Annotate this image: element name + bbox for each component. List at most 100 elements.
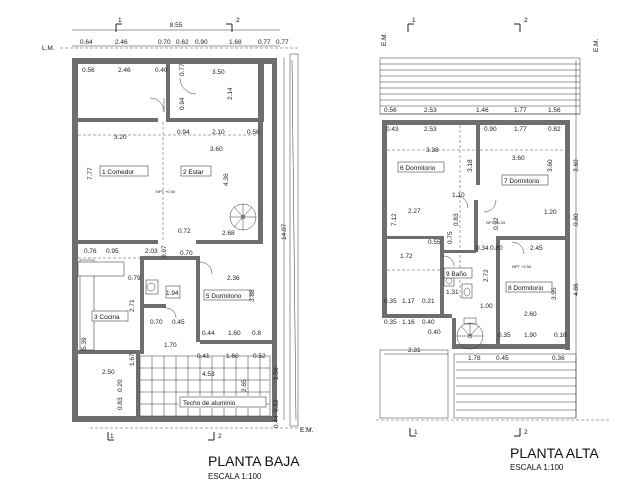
dim-label: 2.60 [524, 311, 537, 318]
dim-label: 1.17 [402, 298, 415, 305]
dim-label: 2.71 [129, 299, 136, 312]
dim-label: 0.94 [177, 129, 190, 136]
dim-label: 3.38 [426, 147, 439, 154]
dim-label: 0.80 [573, 213, 580, 226]
dim-label: 0.94 [179, 97, 186, 110]
dim-label: 0.97 [161, 245, 168, 258]
room-dorm6: 6 Dormitorio [400, 165, 436, 172]
dim-top-2: 2.46 [115, 39, 128, 46]
dim-label: 0.45 [172, 319, 185, 326]
dim-label: 0.95 [106, 248, 119, 255]
dim-top-5: 0.90 [195, 39, 208, 46]
npt-alta-1: NPT +3.33 [486, 220, 506, 225]
dim-label: 3.60 [512, 155, 525, 162]
dim-label: 0.21 [422, 298, 435, 305]
dim-label: 4.86 [573, 283, 580, 296]
dim-top-8: 0.77 [276, 39, 289, 46]
dim-label: 0.34 [476, 245, 489, 252]
dim-top-7: 0.77 [258, 39, 271, 46]
dim-label: 0.40 [422, 319, 435, 326]
dim-label: 2.31 [408, 347, 421, 354]
dim-label: 7.77 [87, 167, 94, 180]
dim-label: 2.14 [227, 87, 234, 100]
dim-label: 5.39 [81, 337, 88, 350]
dim-label: 1.60 [228, 330, 241, 337]
room-cocina: 3 Cocina [94, 314, 120, 321]
section-mark-1-bottom: 1 [110, 433, 114, 440]
section-mark-2-bottom-alta: 2 [524, 429, 528, 436]
dim-label: 0.83 [453, 213, 460, 226]
dim-label: 1.78 [468, 355, 481, 362]
dim-label: 0.35 [384, 319, 397, 326]
dim-label: 0.83 [117, 397, 124, 410]
dim-label: 3.20 [114, 134, 127, 141]
dim-label: 0.44 [273, 415, 280, 428]
dim-label: 4.36 [223, 173, 230, 186]
dim-label: 1.56 [273, 367, 280, 380]
dim-label: 3.60 [210, 146, 223, 153]
dim-label: 0.40 [428, 329, 441, 336]
dim-label: 2.45 [530, 245, 543, 252]
dim-label: 1.10 [452, 192, 465, 199]
planta-alta: 1 2 E.M. E.M. [376, 17, 610, 472]
dim-label: 0.20 [117, 379, 124, 392]
dim-label: 0.70 [180, 250, 193, 257]
dim-label: 0.80 [490, 245, 503, 252]
dim-label: 2.50 [102, 369, 115, 376]
dim-label: 3.95 [551, 287, 558, 300]
roof-hatch-bottom [379, 349, 577, 419]
section-mark-1-top: 1 [118, 17, 122, 24]
dim-label: 1.46 [476, 107, 489, 114]
dim-label: 0.41 [197, 353, 210, 360]
dim-label: 2.68 [222, 230, 235, 237]
section-mark-2-top-alta: 2 [524, 17, 528, 24]
room-estar: 2 Estar [183, 169, 204, 176]
dim-label: 0.16 [554, 332, 567, 339]
em-label-alta-left: E.M. [381, 32, 388, 46]
dim-label: 0.36 [552, 355, 565, 362]
dim-label: 1.72 [400, 253, 413, 260]
section-mark-2-bottom: 2 [218, 433, 222, 440]
dim-label: 1.00 [480, 303, 493, 310]
title-planta-alta: PLANTA ALTA [510, 445, 599, 461]
dim-label: 7.12 [391, 213, 398, 226]
dim-label: 2.53 [424, 107, 437, 114]
dim-label: 2.65 [241, 379, 248, 392]
room-comedor: 1 Comedor [102, 169, 135, 176]
section-mark-1-bottom-alta: 1 [414, 429, 418, 436]
dim-label: 2.10 [212, 129, 225, 136]
dim-label: 0.56 [82, 67, 95, 74]
em-label-alta-right: E.M. [593, 38, 600, 52]
dim-label: 0.40 [155, 67, 168, 74]
scale-planta-alta: ESCALA 1:100 [510, 463, 564, 472]
dim-label: 0.45 [496, 355, 509, 362]
dim-label: 0.55 [428, 239, 441, 246]
dim-label: 0.92 [493, 217, 500, 230]
dim-top-3: 0.70 [158, 39, 171, 46]
dim-label: 2.03 [145, 248, 158, 255]
dim-label: 1.56 [548, 107, 561, 114]
planta-baja: 8.55 1 2 0.64 2.46 0.70 0.62 0.90 1.68 0… [42, 17, 314, 480]
dim-top-1: 0.64 [80, 39, 93, 46]
dim-label: 0.76 [84, 248, 97, 255]
dim-label: 3.18 [467, 159, 474, 172]
dim-top-4: 0.62 [176, 39, 189, 46]
dim-label: 0.44 [202, 330, 215, 337]
dim-label: 1.60 [226, 353, 239, 360]
dim-label: 1.90 [524, 332, 537, 339]
dim-label: 0.52 [273, 399, 280, 412]
total-depth-dim: 14.07 [281, 223, 288, 240]
dim-label: 0.79 [128, 275, 141, 282]
dim-top-6: 1.68 [229, 39, 242, 46]
dim-label: 3.88 [249, 289, 256, 302]
dim-label: 1.70 [164, 342, 177, 349]
dim-label: 3.60 [547, 159, 554, 172]
dim-label: 3.50 [212, 69, 225, 76]
dim-label: 0.90 [484, 126, 497, 133]
scale-planta-baja: ESCALA 1:100 [208, 472, 262, 480]
dim-label: 0.82 [548, 126, 561, 133]
dim-label: 0.56 [247, 129, 260, 136]
npt-alta-2: NPT +3.50 [512, 264, 532, 269]
dim-label: 2.27 [408, 208, 421, 215]
dim-label: 0.56 [384, 107, 397, 114]
